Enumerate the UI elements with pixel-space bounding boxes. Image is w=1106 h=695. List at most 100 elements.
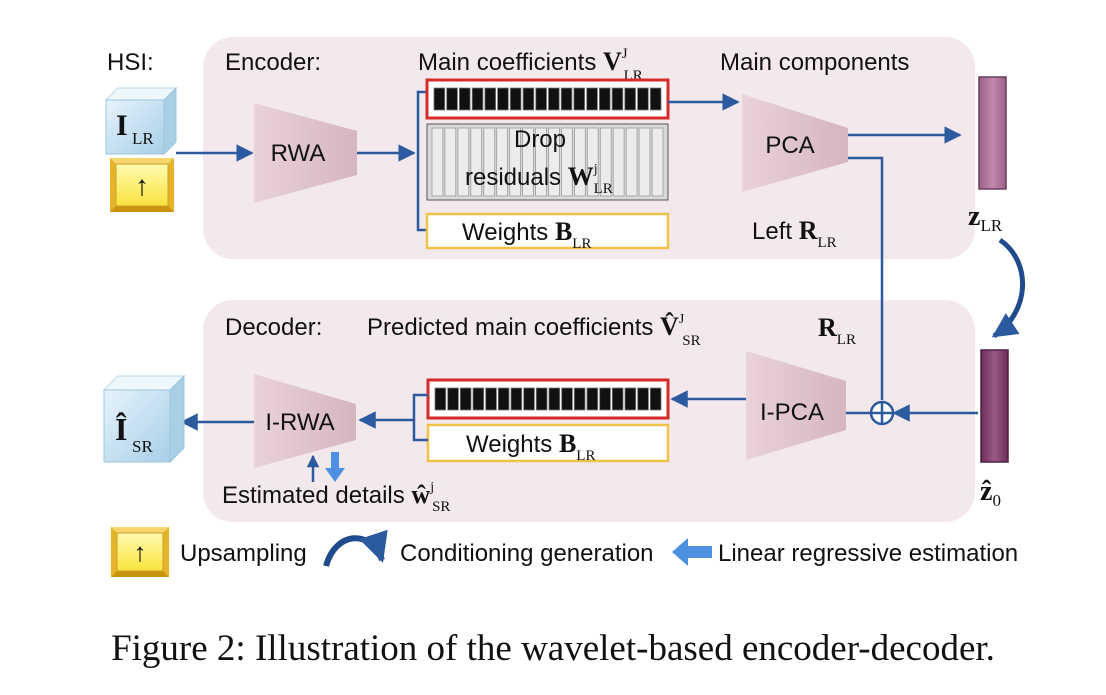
coefficient-tile	[523, 387, 535, 411]
ipca-label: I-PCA	[760, 399, 824, 426]
coefficient-tile	[649, 387, 662, 411]
plus-operator	[869, 400, 895, 426]
coefficient-tile	[522, 87, 535, 111]
latent-z-0	[980, 349, 1009, 463]
input-subscript: LR	[132, 129, 154, 148]
coefficient-tile	[447, 387, 459, 411]
coefficient-tile	[509, 127, 522, 197]
output-subscript: SR	[132, 437, 153, 456]
coefficient-tile	[548, 127, 560, 197]
coefficient-tile	[497, 387, 510, 411]
input-cube: I LR	[104, 86, 178, 156]
pca-label: PCA	[765, 132, 814, 159]
legend-linear-arrow	[672, 538, 712, 566]
residuals-texture	[431, 127, 664, 197]
details-down-arrow	[325, 452, 345, 482]
latent-z-0-label: ẑ0	[980, 476, 1001, 510]
main-coefficients-strip	[433, 87, 662, 111]
coefficient-tile	[457, 127, 470, 197]
coefficient-tile	[548, 387, 561, 411]
coefficient-tile	[599, 387, 611, 411]
coefficient-tile	[611, 387, 624, 411]
coefficient-tile	[433, 87, 446, 111]
ipca-block	[746, 351, 846, 460]
coefficient-tile	[459, 387, 472, 411]
predicted-coefficients-strip	[434, 387, 662, 411]
coefficient-tile	[599, 127, 612, 197]
coefficient-tile	[561, 127, 573, 197]
coefficient-tile	[535, 387, 548, 411]
coefficient-tile	[625, 127, 638, 197]
encoder-bracket	[416, 90, 427, 232]
coefficient-tile	[510, 387, 523, 411]
legend-linear-label: Linear regressive estimation	[718, 540, 1018, 567]
coefficient-tile	[535, 127, 547, 197]
coefficient-tile	[611, 87, 624, 111]
coefficient-tile	[444, 127, 457, 197]
upsampling-arrow-glyph: ↑	[135, 170, 149, 201]
main-components-label: Main components	[720, 49, 909, 76]
legend-conditioning-label: Conditioning generation	[400, 540, 654, 567]
output-symbol: Î	[115, 411, 127, 447]
output-cube: Î SR	[102, 374, 186, 464]
decoder-weights-label: Weights BLR	[466, 429, 595, 464]
conditioning-arrow	[991, 237, 1025, 339]
irwa-block	[254, 374, 356, 468]
legend-conditioning-arrow	[323, 529, 388, 567]
rwa-block	[254, 103, 357, 203]
residuals-box	[426, 123, 669, 201]
figure-caption: Figure 2: Illustration of the wavelet-ba…	[111, 628, 995, 669]
decoder-weights-box	[426, 423, 670, 463]
coefficient-tile	[573, 387, 586, 411]
coefficient-tile	[535, 87, 547, 111]
coefficient-tile	[651, 127, 664, 197]
coefficient-tile	[485, 387, 497, 411]
coefficient-tile	[471, 87, 484, 111]
coefficient-tile	[637, 87, 649, 111]
coefficient-tile	[586, 87, 598, 111]
coefficient-tile	[586, 127, 599, 197]
hsi-label: HSI:	[107, 49, 154, 76]
coefficient-tile	[574, 127, 586, 197]
coefficient-tile	[560, 87, 573, 111]
input-symbol: I	[116, 109, 128, 142]
coefficient-tile	[624, 87, 636, 111]
drop-label: Drop	[514, 126, 566, 153]
left-residual-label: Left RLR	[752, 216, 837, 251]
coefficient-tile	[624, 387, 637, 411]
coefficient-tile	[599, 87, 611, 111]
coefficient-tile	[446, 87, 458, 111]
coefficient-tile	[496, 127, 509, 197]
latent-z-lr-label: zLR	[968, 201, 1003, 235]
coefficient-tile	[434, 387, 447, 411]
coefficient-tile	[483, 127, 496, 197]
coefficient-tile	[637, 387, 649, 411]
pca-block	[742, 94, 848, 192]
upsampling-icon: ↑	[110, 158, 174, 212]
coefficient-tile	[561, 387, 573, 411]
encoder-title: Encoder:	[225, 49, 321, 76]
legend-upsampling-label: Upsampling	[180, 540, 307, 567]
coefficient-tile	[548, 87, 560, 111]
coefficient-tile	[472, 387, 485, 411]
coefficient-tile	[470, 127, 483, 197]
coefficient-tile	[497, 87, 509, 111]
coefficient-tile	[649, 87, 662, 111]
coefficient-tile	[573, 87, 586, 111]
decoder-bracket	[412, 393, 428, 442]
legend-upsampling-icon: ↑	[111, 527, 169, 577]
coefficient-tile	[612, 127, 625, 197]
coefficient-tile	[484, 87, 496, 111]
coefficient-tile	[586, 387, 599, 411]
coefficient-tile	[522, 127, 534, 197]
coefficient-tile	[431, 127, 444, 197]
encoder-weights-box	[425, 212, 670, 250]
irwa-label: I-RWA	[265, 409, 334, 436]
legend-upsampling-glyph: ↑	[134, 537, 147, 567]
decoder-title: Decoder:	[225, 314, 322, 341]
encoder-weights-label: Weights BLR	[462, 217, 591, 252]
coefficient-tile	[458, 87, 471, 111]
coefficient-tile	[509, 87, 522, 111]
